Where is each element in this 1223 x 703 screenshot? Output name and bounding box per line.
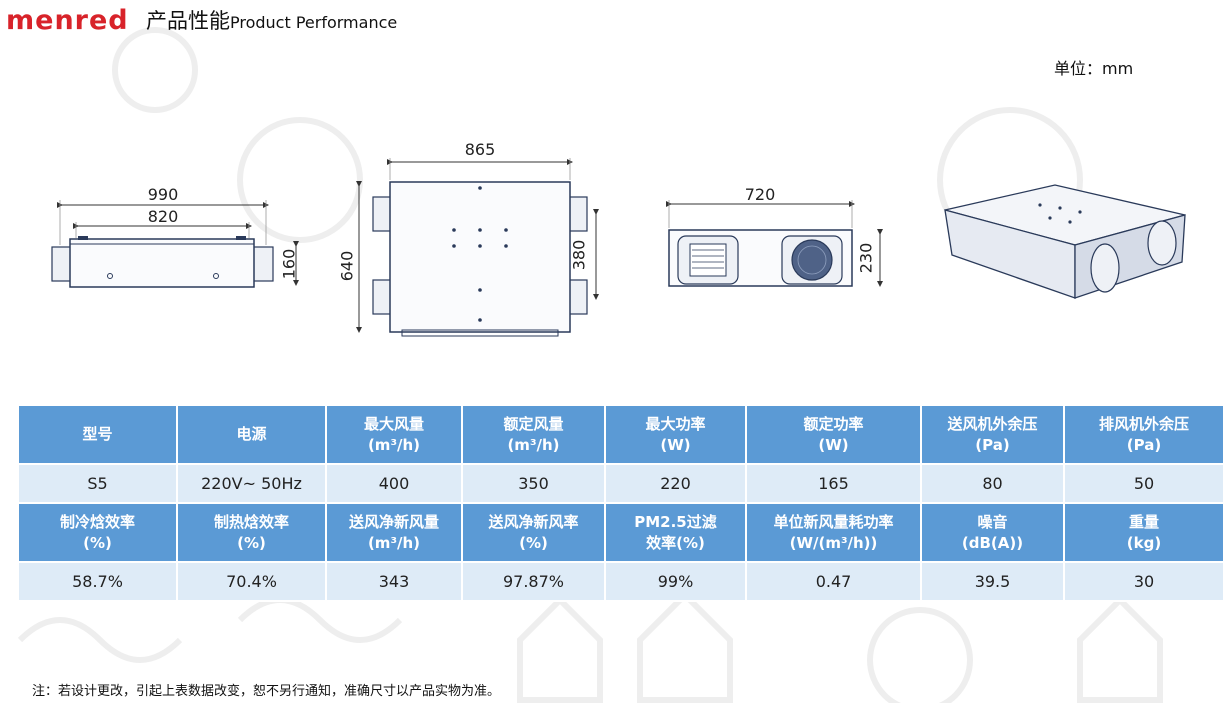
header-cell: 电源	[176, 404, 327, 465]
value-cell: 0.47	[745, 561, 922, 602]
side-view-drawing: 720 230	[666, 185, 883, 287]
side-height-label: 230	[857, 243, 876, 274]
value-cell: 220	[604, 463, 747, 504]
top-view-drawing: 865 640 380	[338, 140, 599, 337]
header-cell: 重量(kg)	[1063, 502, 1223, 563]
header-cell: PM2.5过滤效率(%)	[604, 502, 747, 563]
footnote: 注：若设计更改，引起上表数据改变，恕不另行通知，准确尺寸以产品实物为准。	[32, 684, 501, 699]
value-cell: 350	[461, 463, 606, 504]
header-cell: 送风机外余压(Pa)	[920, 404, 1065, 465]
value-cell: 220V~ 50Hz	[176, 463, 327, 504]
value-cell: 97.87%	[461, 561, 606, 602]
header-cell: 最大风量(m³/h)	[325, 404, 463, 465]
value-cell: 58.7%	[17, 561, 178, 602]
side-width-label: 720	[745, 185, 776, 204]
spec-header-row: 制冷焓效率(%) 制热焓效率(%) 送风净新风量(m³/h) 送风净新风率(%)…	[17, 502, 1223, 563]
title-cn: 产品性能	[146, 9, 230, 33]
brand-logo: menred	[6, 5, 129, 36]
header-cell: 单位新风量耗功率(W/(m³/h))	[745, 502, 922, 563]
port-spacing-label: 380	[570, 240, 589, 271]
value-cell: 165	[745, 463, 922, 504]
value-cell: 30	[1063, 561, 1223, 602]
top-width-label: 865	[465, 140, 496, 159]
page-title: 产品性能Product Performance	[146, 8, 397, 36]
value-cell: 99%	[604, 561, 747, 602]
spec-value-row: 58.7% 70.4% 343 97.87% 99% 0.47 39.5 30	[17, 561, 1223, 602]
header-cell: 制冷焓效率(%)	[17, 502, 178, 563]
unit-label: 单位：mm	[1054, 59, 1134, 78]
value-cell: 70.4%	[176, 561, 327, 602]
spec-table: 型号 电源 最大风量(m³/h) 额定风量(m³/h) 最大功率(W) 额定功率…	[17, 404, 1223, 602]
header-cell: 噪音(dB(A))	[920, 502, 1065, 563]
title-en: Product Performance	[230, 13, 398, 32]
header-cell: 额定风量(m³/h)	[461, 404, 606, 465]
header-cell: 排风机外余压(Pa)	[1063, 404, 1223, 465]
header-cell: 送风净新风量(m³/h)	[325, 502, 463, 563]
isometric-view-drawing	[944, 184, 1186, 299]
value-cell: 343	[325, 561, 463, 602]
spec-header-row: 型号 电源 最大风量(m³/h) 额定风量(m³/h) 最大功率(W) 额定功率…	[17, 404, 1223, 465]
value-cell: 39.5	[920, 561, 1065, 602]
front-height-label: 160	[280, 249, 299, 280]
value-cell: 400	[325, 463, 463, 504]
front-total-width-label: 990	[148, 185, 179, 204]
header-cell: 额定功率(W)	[745, 404, 922, 465]
header-cell: 最大功率(W)	[604, 404, 747, 465]
header-cell: 制热焓效率(%)	[176, 502, 327, 563]
front-view-drawing: 990 820 160	[51, 185, 299, 288]
header-cell: 型号	[17, 404, 178, 465]
spec-value-row: S5 220V~ 50Hz 400 350 220 165 80 50	[17, 463, 1223, 504]
dimension-drawings: 990 820 160 865 640 380	[51, 140, 1186, 337]
header-cell: 送风净新风率(%)	[461, 502, 606, 563]
top-depth-label: 640	[338, 251, 357, 282]
value-cell: 80	[920, 463, 1065, 504]
value-cell: 50	[1063, 463, 1223, 504]
value-cell: S5	[17, 463, 178, 504]
front-body-width-label: 820	[148, 207, 179, 226]
